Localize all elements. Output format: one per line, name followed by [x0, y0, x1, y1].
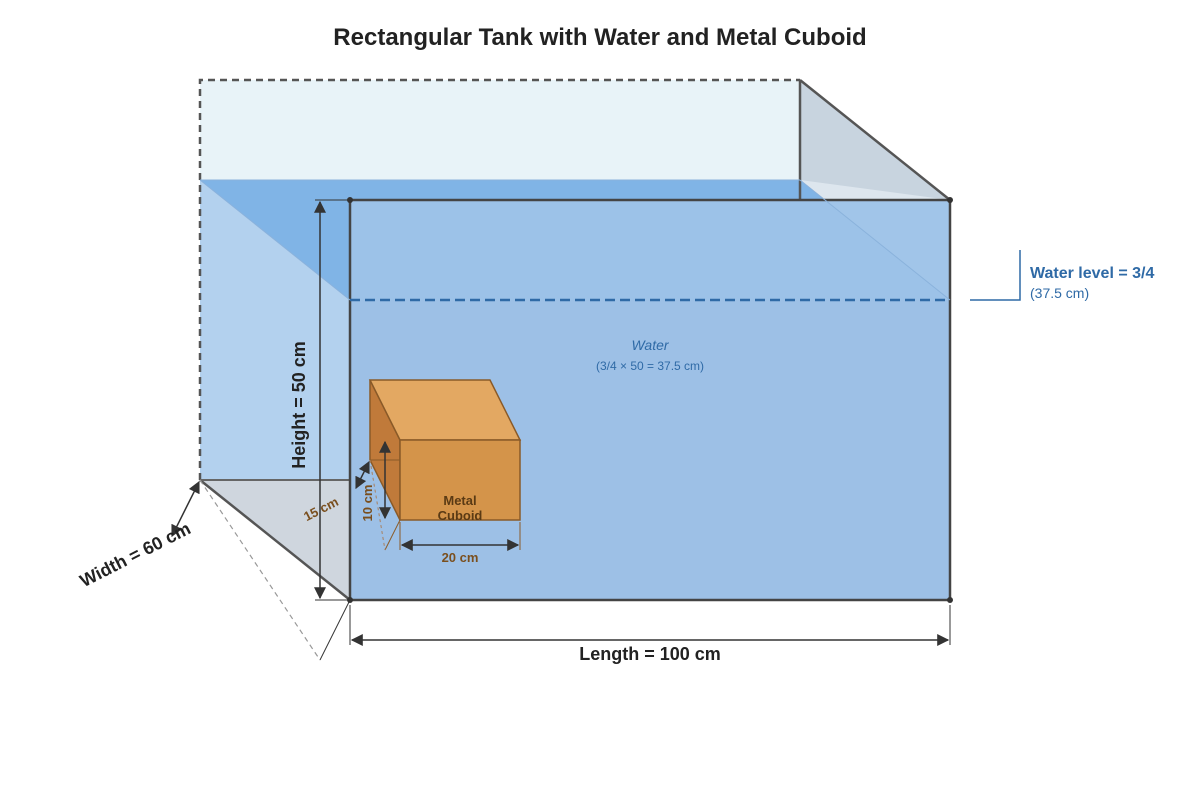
- corner-dot: [947, 197, 953, 203]
- water-formula: (3/4 × 50 = 37.5 cm): [596, 359, 704, 373]
- width-arrow: [171, 480, 200, 538]
- water-level-leader: [970, 250, 1021, 301]
- back-face-air: [200, 80, 800, 180]
- back-edges-dashed: [198, 78, 800, 480]
- metal-cuboid: Metal Cuboid: [368, 379, 522, 551]
- corner-dot: [947, 597, 953, 603]
- cuboid-guide: [384, 519, 401, 551]
- width-guide-dashed: [199, 479, 321, 661]
- cuboid-label-line2: Cuboid: [438, 508, 483, 523]
- top-right-edge: [799, 79, 951, 201]
- cuboid-label-line1: Metal: [443, 493, 476, 508]
- water-label: Water: [631, 337, 669, 353]
- water-level-label: Water level = 3/4: [1030, 265, 1154, 282]
- length-label: Length = 100 cm: [579, 644, 721, 664]
- front-face-upper: [350, 200, 950, 300]
- width-guide-solid: [319, 599, 351, 661]
- surface-right-edge: [799, 179, 951, 301]
- water-level-value: (37.5 cm): [1030, 285, 1089, 301]
- front-face-outline: [348, 198, 952, 602]
- cuboid-front-face: [399, 439, 521, 521]
- width-label: Width = 60 cm: [77, 518, 194, 591]
- height-label: Height = 50 cm: [289, 341, 309, 469]
- diagram-title: Rectangular Tank with Water and Metal Cu…: [333, 24, 866, 51]
- cuboid-width-arrow: [355, 460, 370, 490]
- cuboid-height-label: 10 cm: [360, 485, 375, 522]
- cuboid-length-label: 20 cm: [442, 550, 479, 565]
